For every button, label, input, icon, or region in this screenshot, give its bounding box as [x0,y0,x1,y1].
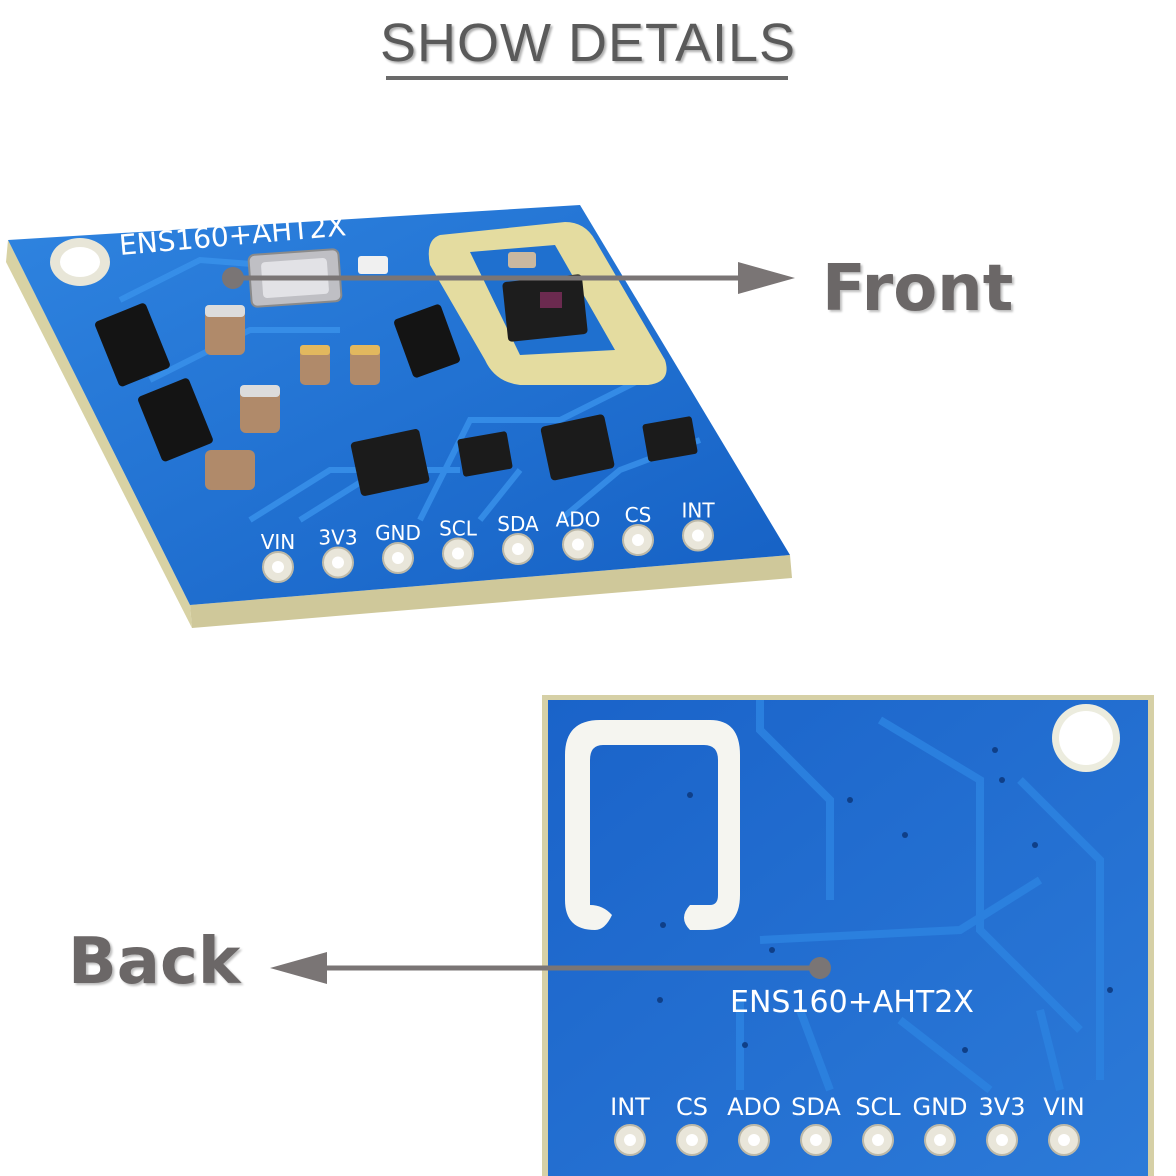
back-pin-label: GND [912,1093,967,1121]
back-board: ENS160+AHT2X INT CS ADO SDA SCL GND 3V3 VIN [270,695,1154,1176]
back-board-text: ENS160+AHT2X [730,985,974,1020]
title-underline [386,76,788,80]
front-pin-hole [512,543,524,555]
front-pin-hole [572,538,584,551]
front-pin-row: VIN 3V3 GND SCL SDA ADO CS INT [261,499,715,583]
back-pin-label: 3V3 [979,1093,1026,1121]
front-pin-hole [452,547,464,560]
back-pin-hole [1058,1134,1070,1146]
back-pin-label: INT [610,1093,650,1121]
back-pin-hole [934,1134,946,1146]
front-pin-label: GND [375,521,421,545]
front-pin-label: CS [625,503,652,527]
front-ic-2 [642,416,698,462]
front-transistor-1 [95,303,170,387]
front-transistor-3 [394,304,460,378]
front-pin-hole [632,534,644,546]
front-pin-label: INT [681,499,715,523]
back-pin-hole [996,1134,1008,1146]
back-pin-hole [686,1134,698,1146]
front-resistor-array-1 [350,429,430,496]
back-pin-row: INT CS ADO SDA SCL GND 3V3 VIN [610,1093,1085,1156]
back-pin-hole [748,1134,760,1146]
back-pin-hole [624,1134,636,1146]
back-sensor-slot [565,720,740,930]
back-pin-hole [810,1134,822,1146]
front-pin-hole [392,552,404,564]
back-pin-label: VIN [1043,1093,1084,1121]
back-pin-label: SDA [791,1093,841,1121]
back-pin-label: CS [676,1093,708,1121]
front-board-edge [6,240,192,628]
back-traces [736,700,1104,1094]
front-callout-label: Front [822,252,1014,326]
page-title: SHOW DETAILS [379,13,797,73]
front-pin-label: 3V3 [318,526,357,550]
front-capacitors [205,305,380,490]
front-pin-label: SCL [439,517,478,541]
front-pin-label: VIN [261,530,296,554]
back-callout-label: Back [68,925,241,999]
back-pin-label: SCL [855,1093,901,1121]
back-vias [657,747,1113,1053]
front-ic-1 [457,431,513,477]
front-pin-label: SDA [497,512,539,536]
front-pin-hole [272,561,284,573]
back-pin-hole [872,1134,884,1146]
front-pin-hole [332,556,344,569]
front-transistor-2 [138,378,213,462]
front-board-edge-bottom [190,555,792,628]
front-pin-hole [692,529,704,542]
back-callout-arrow [270,952,831,984]
back-pin-label: ADO [727,1093,781,1121]
front-resistor-array-2 [540,414,615,481]
front-callout-arrow [222,262,795,294]
front-pin-label: ADO [556,508,601,532]
